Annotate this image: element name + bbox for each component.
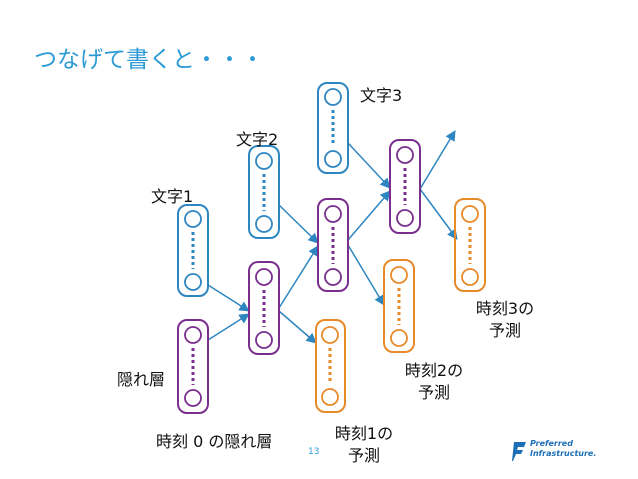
label-pred3-line1: 時刻3の	[475, 299, 535, 318]
arrow-h2-to-h3	[347, 190, 391, 241]
label-pred1: 時刻1の 予測	[326, 423, 402, 467]
input-box-3	[317, 82, 349, 174]
label-pred2-line1: 時刻2の	[404, 361, 464, 380]
label-pred1-line2: 予測	[347, 446, 380, 465]
input-box-2	[248, 145, 280, 239]
hidden-box-2	[317, 198, 349, 292]
arrow-input1-to-h1	[207, 284, 250, 312]
hidden-box-3	[389, 139, 421, 234]
label-pred2: 時刻2の 予測	[396, 360, 472, 404]
label-char1: 文字1	[151, 187, 194, 206]
label-pred3-line2: 予測	[488, 321, 521, 340]
output-box-3	[454, 198, 486, 292]
output-box-2	[383, 259, 415, 353]
arrow-h3-to-next	[419, 130, 456, 190]
label-char3: 文字3	[360, 86, 403, 105]
label-pred1-line1: 時刻1の	[334, 424, 394, 443]
arrow-h2-to-out2	[347, 244, 385, 306]
label-pred3: 時刻3の 予測	[467, 298, 543, 342]
arrow-h3-to-out3	[419, 188, 458, 240]
output-box-1	[315, 319, 346, 413]
logo-line1: Preferred	[530, 439, 573, 448]
label-hidden-time0: 時刻 0 の隠れ層	[156, 432, 273, 451]
arrow-h1-to-out1	[278, 310, 317, 344]
label-pred2-line2: 予測	[417, 383, 450, 402]
hidden-box-0	[177, 319, 209, 414]
logo-line2: Infrastructure.	[530, 449, 597, 458]
logo-mark-icon	[512, 442, 526, 461]
company-logo: Preferred Infrastructure.	[512, 439, 616, 463]
arrow-h1-to-h2	[278, 245, 319, 309]
hidden-box-1	[248, 261, 280, 355]
input-box-1	[177, 204, 209, 297]
label-char2: 文字2	[236, 130, 279, 149]
arrow-input3-to-h3	[347, 142, 391, 189]
page-number: 13	[308, 447, 320, 457]
arrow-input2-to-h2	[278, 204, 319, 244]
label-hidden-layer: 隠れ層	[117, 370, 166, 389]
connection-arrows	[207, 130, 458, 344]
arrow-h0-to-h1	[207, 313, 250, 341]
slide-title: つなげて書くと・・・	[34, 47, 264, 73]
